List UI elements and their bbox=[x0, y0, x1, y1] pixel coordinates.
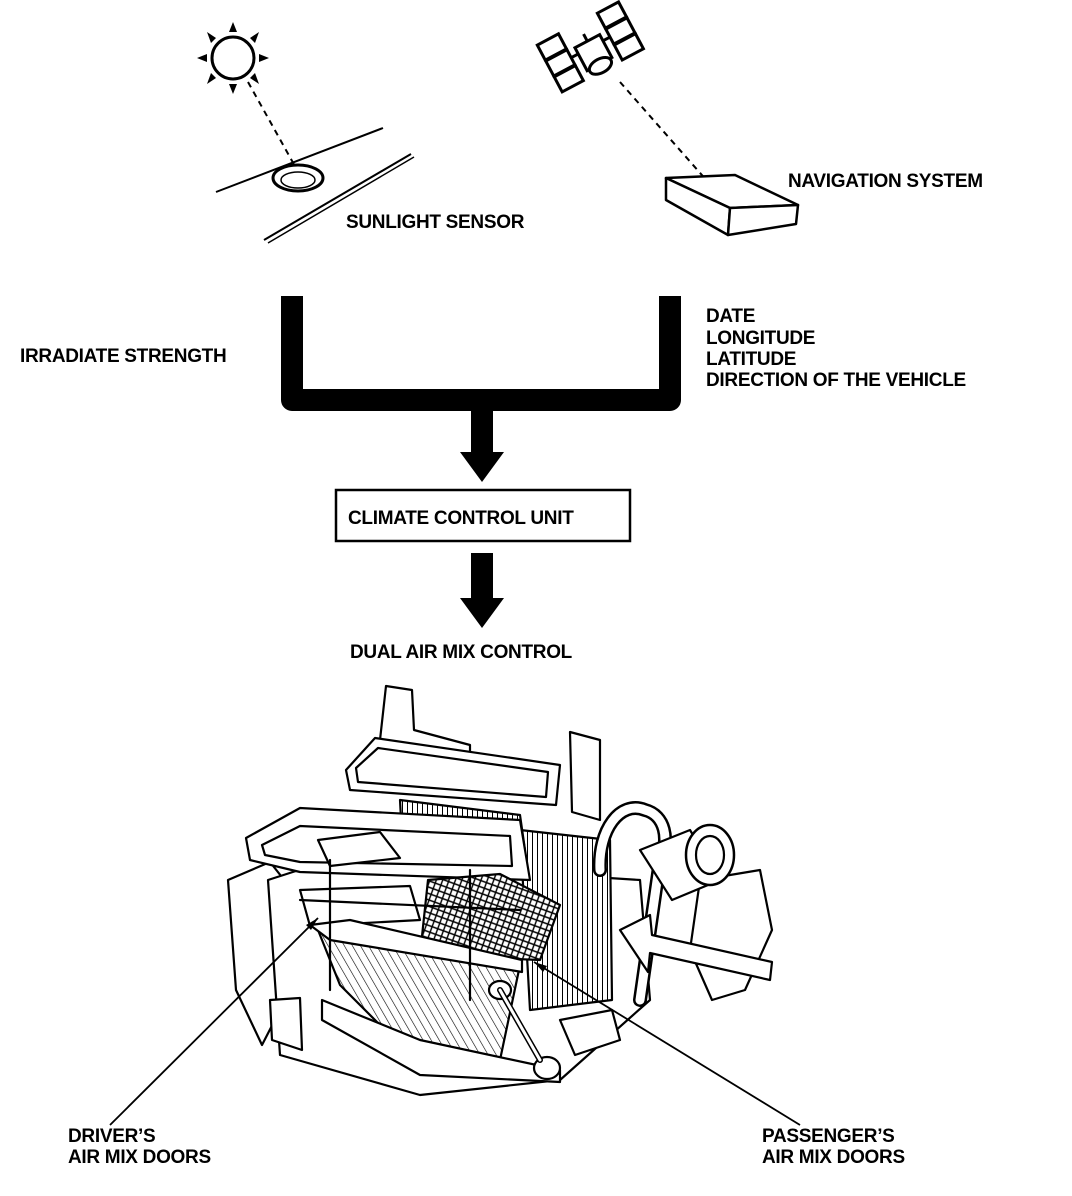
passengers-doors-leader-line bbox=[533, 961, 801, 1126]
passengers-label-line-2: AIR MIX DOORS bbox=[762, 1147, 905, 1168]
arrow-down-icon bbox=[460, 598, 504, 628]
nav-output-date: DATE bbox=[706, 306, 755, 327]
navigation-unit-icon bbox=[664, 173, 800, 237]
arrow-down-icon bbox=[460, 452, 504, 482]
passengers-air-mix-doors-label: PASSENGER’S AIR MIX DOORS bbox=[762, 1126, 905, 1168]
irradiate-strength-label: IRRADIATE STRENGTH bbox=[20, 346, 226, 367]
passengers-doors-leader-arrowhead bbox=[534, 962, 547, 972]
passengers-label-line-1: PASSENGER’S bbox=[762, 1126, 895, 1147]
satellite-signal-dashed-line bbox=[619, 81, 709, 183]
sun-icon bbox=[197, 22, 269, 94]
nav-output-longitude: LONGITUDE bbox=[706, 328, 815, 349]
drivers-air-mix-doors-label: DRIVER’S AIR MIX DOORS bbox=[68, 1126, 211, 1168]
drivers-label-line-2: AIR MIX DOORS bbox=[68, 1147, 211, 1168]
drivers-label-line-1: DRIVER’S bbox=[68, 1126, 155, 1147]
hvac-unit-icon bbox=[226, 684, 774, 1097]
navigation-system-label: NAVIGATION SYSTEM bbox=[788, 171, 983, 192]
navigation-outputs-list: DATE LONGITUDE LATITUDE DIRECTION OF THE… bbox=[706, 306, 966, 391]
nav-output-latitude: LATITUDE bbox=[706, 349, 796, 370]
satellite-icon bbox=[535, 0, 646, 94]
sun-ray-dashed-line bbox=[247, 81, 297, 169]
arrow-to-air-mix bbox=[460, 553, 504, 628]
sunlight-sensor-label: SUNLIGHT SENSOR bbox=[346, 212, 525, 233]
climate-control-unit-box: CLIMATE CONTROL UNIT bbox=[334, 488, 632, 543]
drivers-doors-leader-line bbox=[109, 917, 319, 1126]
sunlight-sensor-icon bbox=[215, 127, 415, 244]
signal-flow-connector bbox=[281, 296, 681, 482]
nav-output-direction: DIRECTION OF THE VEHICLE bbox=[706, 370, 966, 391]
dual-air-mix-control-label: DUAL AIR MIX CONTROL bbox=[350, 642, 573, 663]
drivers-doors-leader-arrowhead bbox=[306, 918, 318, 930]
climate-control-unit-label: CLIMATE CONTROL UNIT bbox=[348, 508, 574, 529]
